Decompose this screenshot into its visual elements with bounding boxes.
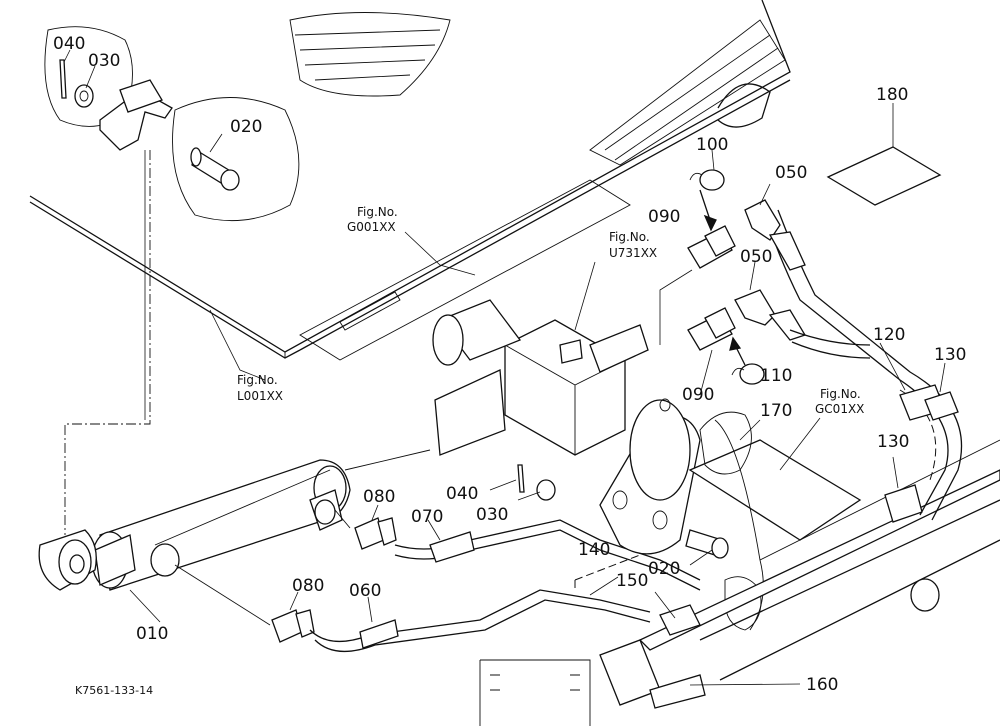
fig-ref-u731-label: Fig.No. <box>609 230 650 244</box>
callout-050: 050 <box>775 163 807 183</box>
callout-120: 120 <box>873 325 905 345</box>
callout-070: 070 <box>411 507 443 527</box>
hose-assembly <box>174 449 701 653</box>
info-sheet-180 <box>826 146 942 206</box>
callout-020: 020 <box>648 559 680 579</box>
callout-140: 140 <box>578 540 610 560</box>
callout-040: 040 <box>446 484 478 504</box>
fig-ref-l001-label: Fig.No. <box>237 373 278 387</box>
fig-ref-g001-code: G001XX <box>347 220 396 234</box>
fig-ref-u731-code: U731XX <box>609 246 657 260</box>
mount-flange <box>517 398 729 559</box>
right-frame <box>599 199 1000 706</box>
bracket-150 <box>659 604 701 636</box>
cotter-pin-040 <box>59 59 67 99</box>
tread-pattern <box>289 12 786 166</box>
callout-160: 160 <box>806 675 838 695</box>
callout-040: 040 <box>53 34 85 54</box>
detail-bubble <box>44 26 300 222</box>
fig-ref-g001-label: Fig.No. <box>357 205 398 219</box>
plate-160 <box>649 674 706 709</box>
callout-110: 110 <box>760 366 792 386</box>
callout-130: 130 <box>877 432 909 452</box>
frame-tube-170 <box>688 411 862 631</box>
callout-030: 030 <box>476 505 508 525</box>
callout-100: 100 <box>696 135 728 155</box>
washer-030 <box>74 84 94 108</box>
callout-080: 080 <box>363 487 395 507</box>
callout-080: 080 <box>292 576 324 596</box>
clamp-130-lower <box>884 484 923 523</box>
callout-labels: 040 030 020 100 050 180 090 050 120 130 … <box>53 34 966 695</box>
figure-references: Fig.No. G001XX Fig.No. U731XX Fig.No. L0… <box>237 205 864 416</box>
callout-060: 060 <box>349 581 381 601</box>
leader-lines <box>63 49 946 686</box>
drawing-code: K7561-133-14 <box>75 684 153 697</box>
callout-030: 030 <box>88 51 120 71</box>
couplers <box>687 169 765 385</box>
floor-plate <box>29 0 791 361</box>
cap-100 <box>699 169 725 191</box>
cap-110 <box>739 363 765 385</box>
clamp-130-upper <box>924 391 959 421</box>
fig-ref-l001-code: L001XX <box>237 389 283 403</box>
callout-130: 130 <box>934 345 966 365</box>
callout-180: 180 <box>876 85 908 105</box>
callout-150: 150 <box>616 571 648 591</box>
callout-090: 090 <box>648 207 680 227</box>
fig-ref-gc01-code: GC01XX <box>815 402 864 416</box>
fig-ref-gc01-label: Fig.No. <box>820 387 861 401</box>
callout-010: 010 <box>136 624 168 644</box>
lift-cylinder-010 <box>38 459 351 591</box>
control-valve <box>432 299 649 456</box>
callout-170: 170 <box>760 401 792 421</box>
callout-050: 050 <box>740 247 772 267</box>
bottom-bracket <box>479 554 706 726</box>
elbow-050-lower <box>734 289 776 326</box>
callout-090: 090 <box>682 385 714 405</box>
callout-020: 020 <box>230 117 262 137</box>
